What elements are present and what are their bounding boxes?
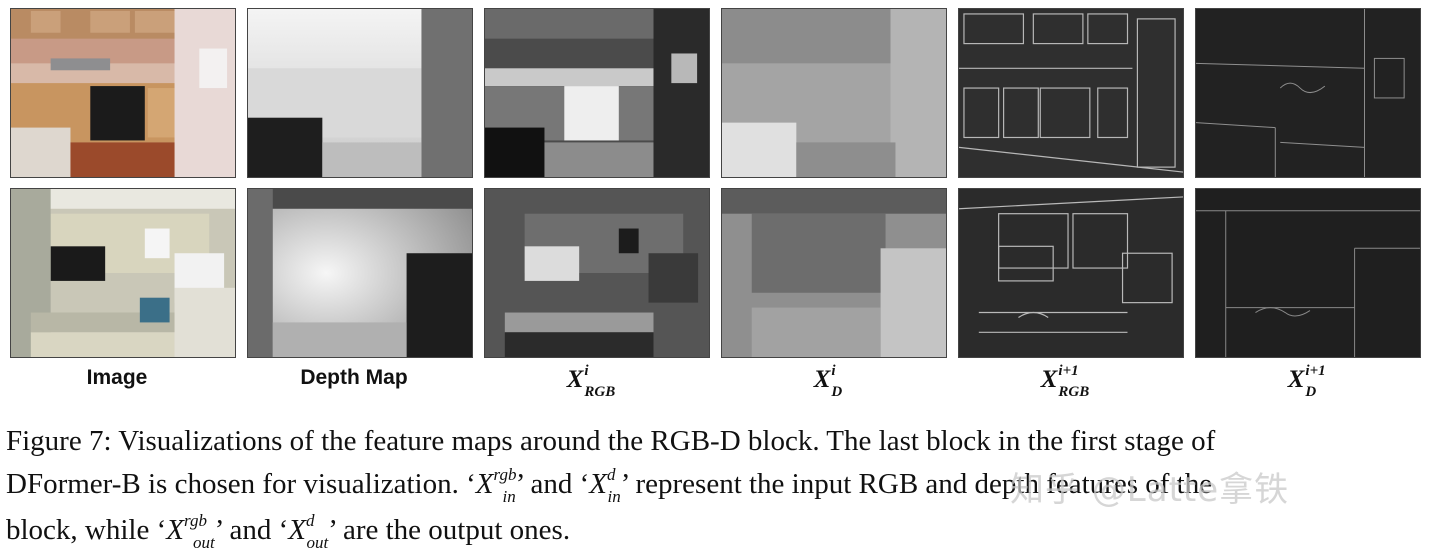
- col-label-depth-map: Depth Map: [300, 366, 408, 389]
- kitchen1-depth-map: [247, 8, 473, 178]
- kitchen2-xrgb-i1: [958, 188, 1184, 358]
- feature-map-grid: [10, 8, 1425, 358]
- kitchen2-xd-i: [721, 188, 947, 358]
- kitchen2-xrgb-i: [484, 188, 710, 358]
- caption-line-3: block, while ‘Xrgbout’ and ‘Xdout’ are t…: [6, 511, 571, 552]
- kitchen2-depth-map: [247, 188, 473, 358]
- kitchen2-rgb-image: [10, 188, 236, 358]
- kitchen1-xrgb-i: [484, 8, 710, 178]
- col-label-image: Image: [86, 366, 148, 389]
- kitchen1-xd-i: [721, 8, 947, 178]
- kitchen1-rgb-image: [10, 8, 236, 178]
- figure-caption: Figure 7: Visualizations of the feature …: [6, 420, 1434, 555]
- kitchen1-xrgb-i1: [958, 8, 1184, 178]
- kitchen2-xd-i1: [1195, 188, 1421, 358]
- kitchen1-xd-i1: [1195, 8, 1421, 178]
- caption-line-2: DFormer-B is chosen for visualization. ‘…: [6, 465, 1213, 506]
- caption-line-1: Figure 7: Visualizations of the feature …: [6, 425, 1216, 457]
